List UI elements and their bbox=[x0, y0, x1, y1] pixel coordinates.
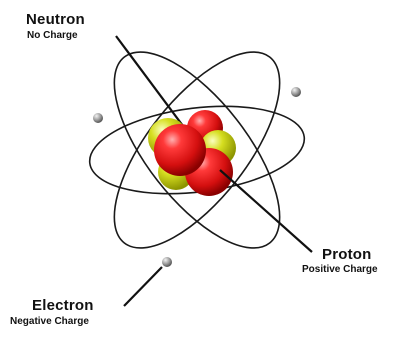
electron-title: Electron bbox=[32, 297, 94, 314]
electron-particle bbox=[162, 257, 172, 267]
electron-particle bbox=[291, 87, 301, 97]
proton-leader-line bbox=[220, 170, 312, 252]
proton-subtitle: Positive Charge bbox=[302, 264, 378, 275]
nucleus bbox=[148, 110, 236, 196]
electron-particle bbox=[93, 113, 103, 123]
electron-subtitle: Negative Charge bbox=[10, 316, 89, 327]
proton-title: Proton bbox=[322, 246, 372, 263]
electron-leader-line bbox=[124, 267, 162, 306]
neutron-title: Neutron bbox=[26, 11, 85, 28]
neutron-subtitle: No Charge bbox=[27, 30, 78, 41]
proton-particle bbox=[154, 124, 206, 176]
